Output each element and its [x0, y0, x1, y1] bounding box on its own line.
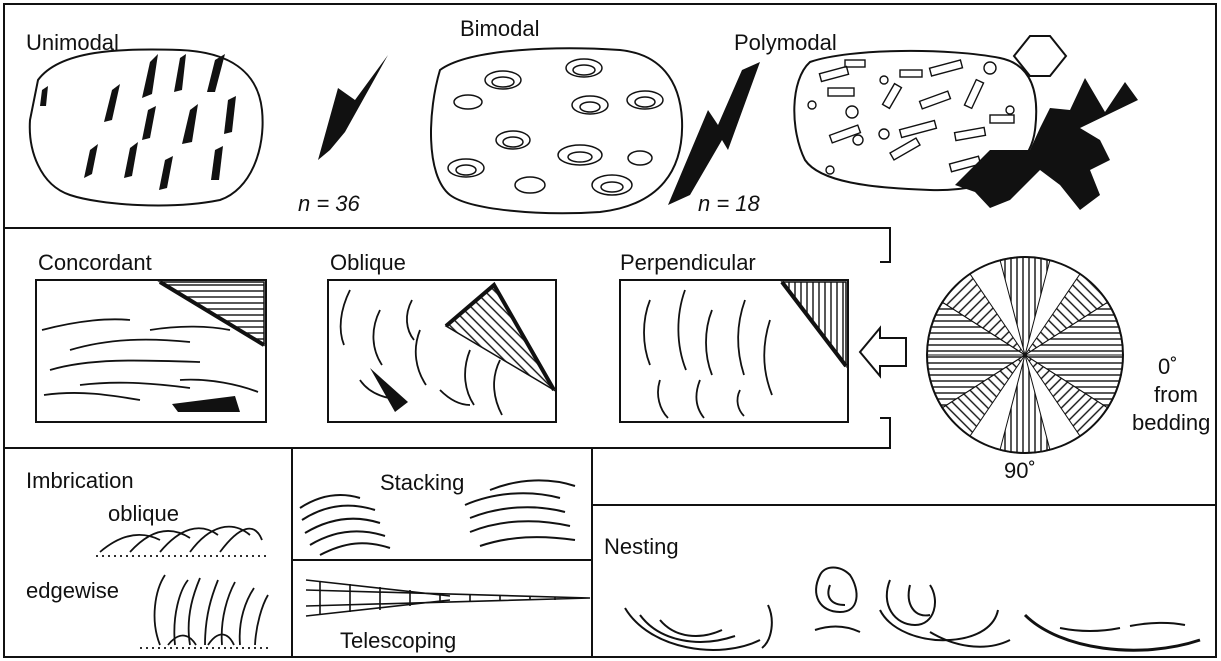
label-from: from: [1154, 384, 1198, 406]
label-imbrication-oblique: oblique: [108, 503, 179, 525]
nesting-panel: [625, 568, 1200, 651]
label-stacking: Stacking: [380, 472, 464, 494]
orientation-rose-circle: [927, 257, 1123, 453]
label-imbrication: Imbrication: [26, 470, 134, 492]
label-n-bimodal: n = 18: [698, 193, 760, 215]
label-bimodal: Bimodal: [460, 18, 539, 40]
label-perpendicular: Perpendicular: [620, 252, 756, 274]
polymodal-rose-diagram: [955, 78, 1138, 210]
perpendicular-panel: [620, 280, 848, 422]
unimodal-specimen: [30, 49, 263, 205]
oblique-panel: [328, 280, 556, 422]
concordant-panel: [36, 280, 266, 422]
label-telescoping: Telescoping: [340, 630, 456, 652]
label-zero-degrees: 0˚: [1158, 356, 1178, 378]
label-polymodal: Polymodal: [734, 32, 837, 54]
bimodal-specimen: [431, 48, 682, 213]
unimodal-rose-diagram: [318, 55, 388, 160]
label-bedding: bedding: [1132, 412, 1210, 434]
label-edgewise: edgewise: [26, 580, 119, 602]
label-n-unimodal: n = 36: [298, 193, 360, 215]
label-unimodal: Unimodal: [26, 32, 119, 54]
telescoping-panel: [306, 580, 590, 616]
label-concordant: Concordant: [38, 252, 152, 274]
hollow-arrow-icon: [860, 328, 906, 376]
imbrication-panel: [96, 527, 272, 648]
label-nesting: Nesting: [604, 536, 679, 558]
label-ninety-degrees: 90˚: [1004, 460, 1036, 482]
label-oblique: Oblique: [330, 252, 406, 274]
